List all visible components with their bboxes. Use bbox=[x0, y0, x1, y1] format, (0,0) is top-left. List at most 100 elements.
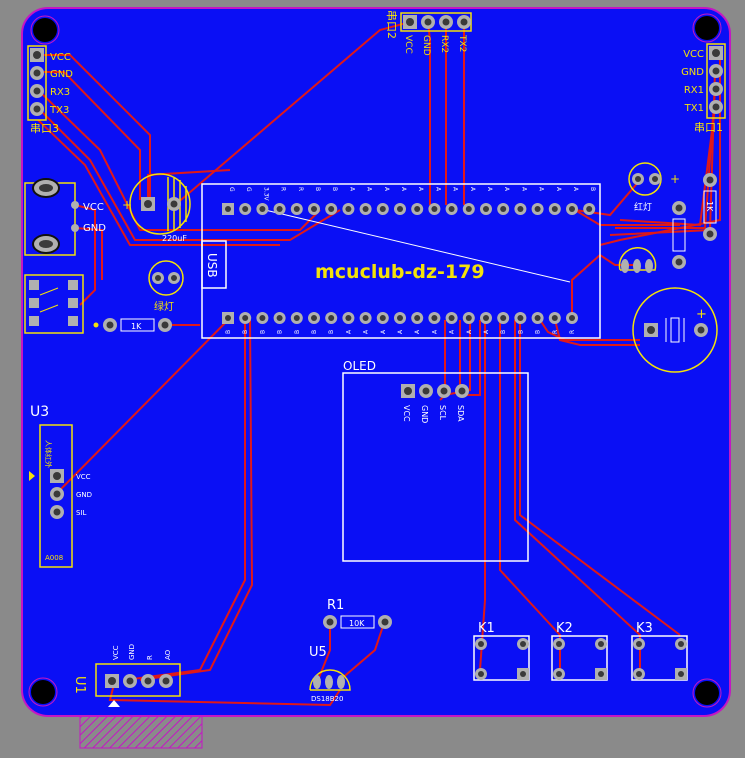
oled-module: OLED VCC GND SCL SDA bbox=[342, 359, 529, 562]
mcu-top-pin-label: G bbox=[245, 187, 252, 192]
board-title: mcuclub-dz-179 bbox=[315, 261, 485, 283]
traces bbox=[37, 21, 721, 707]
oled-label: OLED bbox=[343, 359, 376, 373]
board-tab bbox=[79, 715, 203, 749]
usb-connector bbox=[201, 240, 227, 289]
u3-label: U3 bbox=[30, 404, 49, 420]
usb-label: USB bbox=[205, 253, 219, 278]
serial3-label: 串口3 bbox=[30, 122, 59, 135]
mcu-bottom-pin-label: A bbox=[397, 329, 404, 334]
mcu-top-pin-label: A bbox=[417, 187, 424, 192]
red-led: + 红灯 bbox=[628, 162, 680, 213]
mcu-top-pin-label: R bbox=[297, 187, 304, 191]
key-2: K2 bbox=[551, 621, 608, 681]
mcu-top-pin-label: A bbox=[452, 187, 459, 192]
mcu-module: USB mcuclub-dz-179 G G 3.3V R R B B A A A A A A A A A A A… bbox=[201, 183, 601, 339]
mcu-bottom-pin-label: A bbox=[380, 329, 387, 334]
serial3-pin-vcc: VCC bbox=[50, 52, 71, 63]
mcu-bottom-pin-label: B bbox=[311, 330, 318, 334]
svg-text:+: + bbox=[696, 307, 707, 322]
key-group: K1 K2 K3 bbox=[473, 621, 688, 681]
mcu-bottom-pin-label: R bbox=[552, 330, 559, 334]
u1-header: U1 VCC GND R AO bbox=[72, 644, 181, 707]
resistor-1k-left: 1K bbox=[93, 318, 172, 332]
u5-label: U5 bbox=[309, 645, 327, 660]
key-1: K1 bbox=[473, 621, 530, 681]
serial2-pin-vcc: VCC bbox=[403, 35, 413, 54]
serial2-pin-tx: TX2 bbox=[457, 34, 467, 52]
mcu-bottom-pin-label: A bbox=[466, 329, 473, 334]
mcu-bottom-pin-label: B bbox=[259, 330, 266, 334]
mcu-top-pin-label: A bbox=[400, 187, 407, 192]
mcu-bottom-pin-label: A bbox=[363, 329, 370, 334]
serial3-pin-tx: TX3 bbox=[49, 105, 69, 116]
u1-pin-r: R bbox=[146, 655, 154, 660]
mcu-top-pin-label: A bbox=[555, 187, 562, 192]
power-pin-gnd: GND bbox=[83, 223, 106, 234]
buzzer: + bbox=[632, 287, 718, 373]
red-led-label: 红灯 bbox=[634, 201, 652, 213]
mcu-top-pin-label: A bbox=[503, 187, 510, 192]
mcu-bottom-pin-label: B bbox=[242, 330, 249, 334]
mcu-bottom-pin-label: B bbox=[500, 330, 507, 334]
mcu-top-pin-label: G bbox=[228, 187, 235, 192]
mcu-top-pin-label: B bbox=[314, 187, 321, 191]
u3-pin-gnd: GND bbox=[76, 491, 92, 499]
serial3-pin-rx: RX3 bbox=[50, 87, 70, 98]
r1-value: 10K bbox=[349, 619, 365, 628]
capacitor: + 220uF bbox=[122, 173, 191, 243]
mcu-bottom-pin-label: B bbox=[517, 330, 524, 334]
green-led: 绿灯 bbox=[148, 260, 184, 313]
mcu-top-pin-label: A bbox=[520, 187, 527, 192]
serial1-label: 串口1 bbox=[694, 121, 723, 134]
power-jack: VCC GND bbox=[24, 178, 106, 256]
svg-text:+: + bbox=[122, 198, 132, 212]
mcu-top-pin-label: A bbox=[572, 187, 579, 192]
resistor-1k-right-value: 1K bbox=[705, 201, 714, 212]
svg-text:+: + bbox=[670, 172, 680, 186]
power-pin-vcc: VCC bbox=[83, 202, 104, 213]
serial3-pin-gnd: GND bbox=[50, 69, 73, 80]
transistor bbox=[618, 247, 657, 273]
mcu-top-pin-label: B bbox=[331, 187, 338, 191]
mcu-bottom-pin-label: A bbox=[431, 329, 438, 334]
mcu-top-pin-label: A bbox=[434, 187, 441, 192]
mcu-bottom-pin-label: A bbox=[345, 329, 352, 334]
mcu-bottom-pin-label: A bbox=[483, 329, 490, 334]
serial1-pin-gnd: GND bbox=[681, 67, 704, 78]
mcu-bottom-pin-label: B bbox=[535, 330, 542, 334]
oled-pin-scl: SCL bbox=[438, 405, 447, 421]
capacitor-value: 220uF bbox=[162, 234, 187, 243]
power-switch bbox=[24, 274, 84, 334]
mcu-bottom-pin-label: R bbox=[569, 330, 576, 334]
mcu-bottom-pin-label: A bbox=[414, 329, 421, 334]
mcu-bottom-pin-label: A bbox=[449, 329, 456, 334]
mcu-bottom-pin-label: B bbox=[294, 330, 301, 334]
mcu-bottom-pin-label: B bbox=[225, 330, 232, 334]
mcu-top-pin-label: A bbox=[538, 187, 545, 192]
u3-pin-sil: SIL bbox=[76, 509, 87, 517]
key-3: K3 bbox=[631, 621, 688, 681]
key-label: K3 bbox=[636, 621, 653, 636]
u3-bottom-text: A008 bbox=[45, 554, 63, 562]
mcu-top-pin-label: A bbox=[486, 187, 493, 192]
resistor-1k-right: 1K bbox=[703, 173, 717, 241]
serial3-header: VCC GND RX3 TX3 串口3 bbox=[27, 45, 73, 135]
mcu-top-pin-label: A bbox=[366, 187, 373, 192]
serial2-label: 串口2 bbox=[385, 10, 398, 39]
mcu-top-pin-label: 3.3V bbox=[262, 187, 269, 202]
mcu-top-pin-label: A bbox=[348, 187, 355, 192]
green-led-label: 绿灯 bbox=[154, 300, 174, 313]
mcu-top-pin-label: A bbox=[469, 187, 476, 192]
mcu-bottom-pin-label: B bbox=[277, 330, 284, 334]
mcu-top-pin-label: B bbox=[589, 187, 596, 191]
serial1-pin-tx: TX1 bbox=[684, 103, 704, 114]
u5-name: DS18B20 bbox=[311, 695, 343, 703]
oled-pin-gnd: GND bbox=[420, 405, 429, 423]
oled-pin-sda: SDA bbox=[456, 405, 465, 422]
resistor-1k-left-value: 1K bbox=[131, 322, 142, 331]
serial1-pin-rx: RX1 bbox=[684, 85, 704, 96]
mcu-top-pin-label: R bbox=[280, 187, 287, 191]
